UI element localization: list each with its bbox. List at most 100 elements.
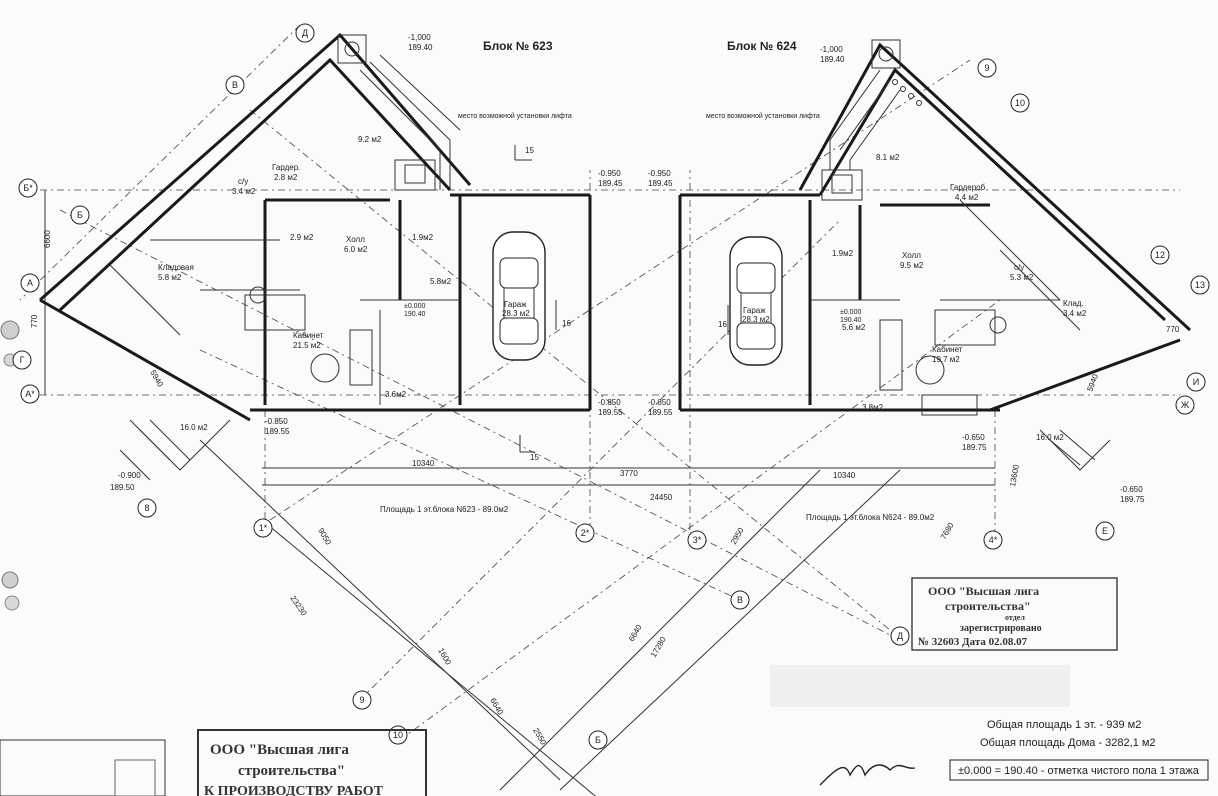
room-area: 16.0 м2 xyxy=(180,423,208,432)
stamp-line: строительства" xyxy=(945,599,1031,613)
room-area: 3.6м2 xyxy=(385,390,407,399)
registration-stamp: ООО "Высшая лига строительства" отдел за… xyxy=(911,577,1118,651)
zero-level-left: ±0.000 xyxy=(404,303,425,310)
axis-label: Д xyxy=(302,28,308,38)
rooms-block-624: Гардероб 4.4 м2 8.1 м2 Холл 9.5 м2 с/у 5… xyxy=(742,153,1087,442)
block-624-title: Блок № 624 xyxy=(727,39,797,53)
dim: 6640 xyxy=(488,697,505,717)
axis-label: 2* xyxy=(581,528,590,538)
axis-label: А xyxy=(27,278,33,288)
stamp-line: зарегистрировано xyxy=(960,623,1042,634)
axis-label: Г xyxy=(20,355,25,365)
level-2b: 189.40 xyxy=(820,55,845,64)
dim: 2950 xyxy=(729,526,746,546)
axis-label: 12 xyxy=(1155,250,1165,260)
dim: 13600 xyxy=(1008,463,1021,487)
dim: 770 xyxy=(1166,325,1180,334)
dim: 16 xyxy=(718,320,727,329)
dim: 1600 xyxy=(436,647,453,667)
level-4b: 189.45 xyxy=(648,179,673,188)
section-markers xyxy=(514,145,729,453)
axis-label: В xyxy=(737,595,743,605)
room-area: 5.6 м2 xyxy=(842,323,866,332)
axis-label: А* xyxy=(25,389,35,399)
dim: 23230 xyxy=(288,594,308,618)
rooms-block-623: Гардер. 2.8 м2 с/у 3.4 м2 9.2 м2 Холл 6.… xyxy=(158,135,530,432)
axis-label: 9 xyxy=(359,695,364,705)
room-area: 28.3 м2 xyxy=(742,315,770,324)
summary-line-1: Общая площадь 1 эт. - 939 м2 xyxy=(987,719,1141,731)
level-7b: 189.55 xyxy=(648,408,673,417)
axis-label: Е xyxy=(1102,526,1108,536)
dim: 10340 xyxy=(412,459,435,468)
level-6: -0.850 xyxy=(598,398,621,407)
axis-label: 1* xyxy=(259,523,268,533)
block-623-title: Блок № 623 xyxy=(483,39,553,53)
axis-label: 4* xyxy=(989,535,998,545)
axis-label: 10 xyxy=(1015,98,1025,108)
room-name: Холл xyxy=(902,251,921,260)
axis-label: 3* xyxy=(693,535,702,545)
dim: 3770 xyxy=(620,469,638,478)
level-6b: 189.55 xyxy=(598,408,623,417)
room-area: 2.9 м2 xyxy=(290,233,314,242)
dim: 9050 xyxy=(316,527,333,547)
level-1: -1,000 xyxy=(408,33,431,42)
room-area: 3.4 м2 xyxy=(232,187,256,196)
room-area: 28.3 м2 xyxy=(502,309,530,318)
dim: 15 xyxy=(530,453,539,462)
level-8b: 189.75 xyxy=(962,443,987,452)
room-name: Кабинет xyxy=(932,345,963,354)
title-block-corner xyxy=(0,739,166,796)
car-left xyxy=(492,231,546,361)
dimension-lines xyxy=(44,190,995,796)
level-3: -0.950 xyxy=(598,169,621,178)
room-area: 2.8 м2 xyxy=(274,173,298,182)
room-name: с/у xyxy=(238,177,248,186)
level-5: -0.850 xyxy=(265,417,288,426)
zero-level-left-b: 190.40 xyxy=(404,311,426,318)
dim: 6640 xyxy=(627,623,644,643)
room-area: 1.9м2 xyxy=(412,233,434,242)
axis-label: Д xyxy=(897,631,903,641)
stamp-line: ООО "Высшая лига xyxy=(928,584,1039,598)
room-area: 1.9м2 xyxy=(832,249,854,258)
room-name: Кладовая xyxy=(158,263,194,272)
room-area: 6.0 м2 xyxy=(344,245,368,254)
axis-label: Б* xyxy=(23,183,33,193)
summary-line-2: Общая площадь Дома - 3282,1 м2 xyxy=(980,737,1156,749)
zero-level-right: ±0.000 xyxy=(840,309,861,316)
block-623-walls xyxy=(39,32,592,481)
car-right xyxy=(729,236,783,366)
room-name: Гардер. xyxy=(272,163,300,172)
room-name: Гараж xyxy=(743,306,766,315)
room-area: 9.5 м2 xyxy=(900,261,924,270)
room-area: 4.4 м2 xyxy=(955,193,979,202)
dim: 7680 xyxy=(939,521,956,541)
zero-level-right-b: 190.40 xyxy=(840,317,862,324)
room-name: Гараж xyxy=(504,300,527,309)
faded-stamp xyxy=(770,665,1070,707)
room-name: Холл xyxy=(346,235,365,244)
area-block-624: Площадь 1 эт.блока N624 - 89.0м2 xyxy=(806,513,935,522)
lift-note-left: место возможной установки лифта xyxy=(458,112,572,120)
summary: Общая площадь 1 эт. - 939 м2 Общая площа… xyxy=(949,719,1209,781)
level-10b: 189.75 xyxy=(1120,495,1145,504)
block-624-walls xyxy=(678,39,1192,471)
lift-note-right: место возможной установки лифта xyxy=(706,112,820,120)
room-name: Кабинет xyxy=(293,331,324,340)
stamp-line: К ПРОИЗВОДСТВУ РАБОТ xyxy=(204,784,384,796)
level-10: -0.650 xyxy=(1120,485,1143,494)
stamp-line: строительства" xyxy=(238,763,345,779)
room-area: 21.5 м2 xyxy=(293,341,321,350)
level-4: -0.950 xyxy=(648,169,671,178)
room-area: 5.8м2 xyxy=(430,277,452,286)
production-stamp: ООО "Высшая лига строительства" К ПРОИЗВ… xyxy=(197,729,427,796)
room-area: 5.8 м2 xyxy=(158,273,182,282)
level-1b: 189.40 xyxy=(408,43,433,52)
level-8: -0.650 xyxy=(962,433,985,442)
stamp-line: отдел xyxy=(1005,613,1025,622)
dim: 15 xyxy=(525,146,534,155)
axis-label: 13 xyxy=(1195,280,1205,290)
